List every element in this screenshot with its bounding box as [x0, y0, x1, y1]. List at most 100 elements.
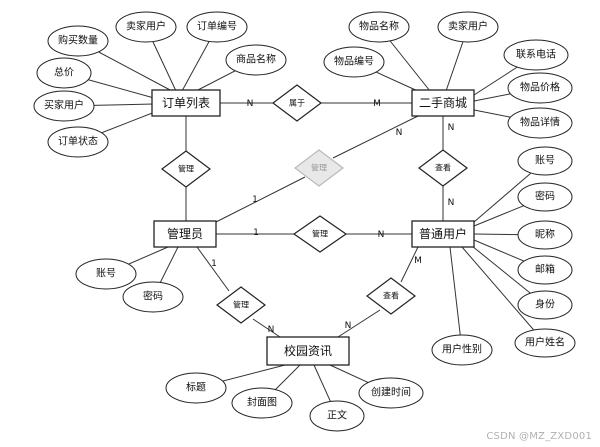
user-news-line-b [337, 309, 381, 338]
entity-box [411, 220, 475, 248]
attribute-label: 用户姓名 [525, 336, 565, 349]
attribute-label: 总价 [54, 66, 74, 79]
attribute-news: 封面图 [231, 387, 293, 419]
attribute-label: 封面图 [247, 396, 277, 409]
attribute-ellipse [115, 11, 177, 43]
attribute-label: 正文 [327, 409, 347, 422]
cardinality-admin-user-user: N [378, 230, 385, 240]
attribute-ellipse [517, 220, 573, 250]
entity-label: 订单列表 [162, 96, 210, 110]
relationship-diamond [161, 150, 211, 188]
attribute-market: 物品名称 [348, 11, 410, 43]
cardinality-user-news-news: N [345, 321, 352, 331]
attribute-label: 物品详情 [520, 116, 560, 129]
attribute-ellipse [431, 334, 493, 366]
attribute-label: 密码 [535, 190, 555, 203]
entity-box [151, 89, 221, 117]
entity-label: 普通用户 [419, 226, 467, 241]
attribute-label: 密码 [143, 290, 163, 303]
entity-user: 普通用户 [411, 220, 475, 248]
attribute-user: 邮箱 [517, 255, 573, 285]
attribute-label: 物品编号 [334, 55, 374, 68]
attribute-market: 联系电话 [503, 39, 569, 71]
attribute-label: 账号 [96, 268, 116, 280]
relationship-market-user: 查看 [418, 149, 468, 187]
relationship-diamond [272, 84, 322, 122]
attribute-label: 订单状态 [58, 135, 98, 148]
attribute-news: 创建时间 [358, 377, 424, 409]
attribute-label: 商品名称 [236, 53, 276, 66]
attribute-label: 账号 [535, 155, 555, 167]
attribute-ellipse [225, 44, 287, 76]
relationship-label: 管理 [233, 300, 249, 310]
relationship-diamond [292, 215, 348, 253]
attribute-link [449, 246, 463, 351]
attribute-user: 用户性别 [431, 334, 493, 366]
relationship-admin-market: 管理 [294, 149, 344, 187]
attribute-news: 正文 [309, 400, 365, 432]
relationship-user-news: 查看 [366, 277, 416, 315]
attribute-ellipse [186, 11, 248, 43]
attribute-ellipse [122, 281, 184, 313]
attribute-market: 物品编号 [323, 46, 385, 78]
attribute-admin: 账号 [75, 258, 137, 290]
attribute-ellipse [517, 255, 573, 285]
admin-news-line-b [252, 318, 281, 338]
attribute-order-list: 订单状态 [47, 126, 109, 158]
entity-admin: 管理员 [153, 220, 217, 248]
attribute-news: 标题 [165, 372, 227, 404]
attribute-ellipse [47, 126, 109, 158]
attribute-label: 身份 [535, 298, 555, 311]
relationship-label: 属于 [289, 99, 305, 108]
attribute-order-list: 商品名称 [225, 44, 287, 76]
cardinality-admin-market-admin: 1 [252, 195, 258, 205]
attribute-label: 物品价格 [520, 81, 560, 94]
user-news-line-a [400, 246, 419, 283]
attribute-admin: 密码 [122, 281, 184, 313]
entity-box [266, 336, 350, 366]
attribute-ellipse [517, 146, 573, 176]
attribute-ellipse [517, 182, 573, 212]
attribute-order-list: 订单编号 [186, 11, 248, 43]
entity-label: 校园资讯 [284, 343, 332, 358]
attribute-ellipse [514, 328, 576, 358]
relationship-label: 管理 [311, 163, 327, 173]
entity-market: 二手商城 [411, 89, 475, 117]
attribute-ellipse [507, 107, 573, 139]
relationship-diamond [418, 149, 468, 187]
entity-label: 管理员 [167, 226, 203, 241]
relationship-diamond [366, 277, 416, 315]
cardinality-admin-user-admin: 1 [253, 228, 259, 238]
relationship-diamond [216, 286, 266, 324]
attribute-market: 物品价格 [507, 72, 573, 104]
entity-box [411, 89, 475, 117]
attribute-ellipse [517, 290, 573, 320]
admin-market-line-b [332, 115, 419, 159]
attribute-label: 昵称 [535, 228, 555, 241]
attribute-label: 物品名称 [359, 20, 399, 33]
attribute-label: 创建时间 [371, 386, 411, 399]
attribute-ellipse [323, 46, 385, 78]
attribute-label: 买家用户 [44, 99, 84, 112]
attribute-label: 邮箱 [535, 263, 555, 276]
relationship-label: 查看 [383, 291, 399, 301]
relationship-label: 管理 [312, 229, 328, 239]
attribute-ellipse [47, 25, 109, 57]
attribute-link [461, 246, 546, 344]
attribute-user: 账号 [517, 146, 573, 176]
attribute-order-list: 总价 [36, 57, 92, 89]
attribute-label: 卖家用户 [126, 20, 166, 33]
relationship-order-market: 属于 [272, 84, 322, 122]
attribute-ellipse [437, 11, 499, 43]
attribute-user: 身份 [517, 290, 573, 320]
relationship-admin-order: 管理 [161, 150, 211, 188]
attribute-label: 卖家用户 [448, 20, 488, 33]
attribute-ellipse [33, 90, 95, 122]
cardinality-admin-market-market: N [396, 128, 403, 138]
attribute-user: 密码 [517, 182, 573, 212]
attribute-ellipse [348, 11, 410, 43]
attribute-ellipse [503, 39, 569, 71]
admin-market-line-a [215, 176, 306, 223]
entity-news: 校园资讯 [266, 336, 350, 366]
